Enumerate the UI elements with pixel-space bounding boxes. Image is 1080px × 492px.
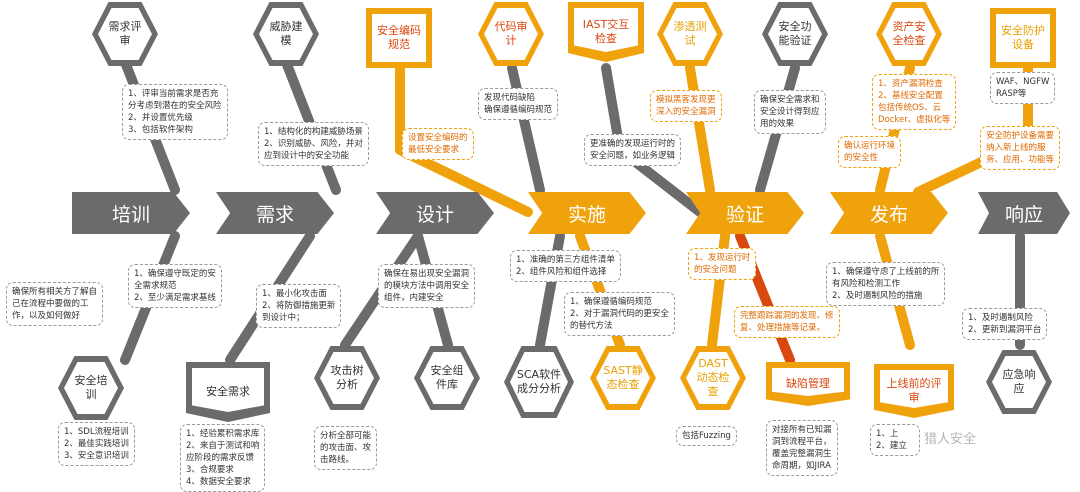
note-env-check: 确认运行环境 的安全性 (838, 136, 902, 168)
note-coding-standard: 设置安全编码的 最低安全要求 (402, 128, 474, 160)
node-sast: SAST静态检查 (590, 346, 656, 410)
note-response: 1、及时遏制风险 2、更新到漏洞平台 (962, 308, 1048, 340)
watermark: 猎人安全 (924, 432, 977, 447)
node-dast: DAST动态检查 (680, 346, 746, 410)
phase-requirements: 需求 (216, 192, 334, 234)
node-security-lib: 安全组件库 (414, 346, 480, 410)
node-coding-standard: 安全编码规范 (366, 8, 432, 68)
list-security-req: 1、经验累积需求库 2、来自于测试和响 应阶段的需求反馈 3、合规要求 4、数据… (180, 424, 266, 492)
phase-release: 发布 (830, 192, 948, 234)
phase-design: 设计 (376, 192, 494, 234)
note-asset-check: 1、资产漏洞检查 2、基线安全配置 包括传统OS、云 Docker、虚拟化等 (872, 74, 957, 130)
note-design-lib: 确保在易出现安全漏洞 的模块方法中调用安全 组件，内建安全 (378, 264, 476, 308)
phase-training: 培训 (72, 192, 190, 234)
note-protection: 安全防护设备需要 纳入新上线的服 务、应用、功能等 (980, 126, 1061, 170)
note-runtime: 1、发现运行时 的安全问题 (688, 248, 757, 280)
node-pentest: 渗透测试 (657, 2, 723, 66)
note-requirements: 1、确保遵守既定的安 全需求规范 2、至少满足需求基线 (128, 264, 222, 308)
phase-implementation: 实施 (528, 192, 646, 234)
note-impl-sca: 1、准确的第三方组件清单 2、组件风险和组件选择 (510, 250, 621, 282)
node-iast: IAST交互检查 (568, 2, 644, 62)
note-training: 确保所有相关方了解自 己在流程中要做的工 作，以及如何做好 (6, 282, 104, 326)
list-attack-tree: 分析全部可能 的攻击面、攻 击路线。 (314, 426, 378, 470)
line-pentest (685, 63, 715, 195)
line-audit (507, 63, 545, 195)
node-asset-check: 资产安全检查 (876, 2, 942, 66)
node-attack-tree: 攻击树分析 (314, 346, 380, 410)
note-tracking: 完整跟踪漏洞的发现、修 复、处理措施等记录。 (734, 306, 840, 338)
note-code-audit: 发现代码缺陷 确保遵循编码规范 (478, 88, 559, 120)
node-threat-model: 威胁建模 (253, 2, 319, 66)
node-sca: SCA软件成分分析 (504, 346, 574, 418)
node-security-func: 安全功能验证 (762, 2, 828, 66)
node-security-req: 安全需求 (186, 362, 270, 422)
note-release: 1、确保遵守虑了上线前的所 有风险和检测工作 2、及时遏制风险的措施 (826, 262, 946, 306)
note-iast: 更准确的发现运行时的 安全问题，如业务逻辑 (584, 134, 682, 166)
note-pentest: 模拟黑客发现更 深入的安全漏洞 (650, 90, 722, 122)
node-code-audit: 代码审计 (478, 2, 544, 66)
note-threat-model: 1、结构化的构建威胁场景 2、识别威胁、风险，并对 应到设计中的安全功能 (258, 122, 369, 166)
note-waf: WAF、NGFW RASP等 (990, 72, 1056, 104)
line-coding (395, 63, 533, 217)
list-defect-mgmt: 对接所有已知漏 洞到流程平台， 覆盖完整漏洞生 命周期，如JIRA (766, 420, 838, 476)
node-security-training: 安全培训 (58, 356, 124, 420)
phase-verification: 验证 (686, 192, 804, 234)
note-security-func: 确保安全需求和 安全设计得到应 用的效果 (754, 90, 826, 134)
node-defect-mgmt: 缺陷管理 (766, 362, 850, 406)
node-prerelease-review: 上线前的评审 (874, 364, 954, 418)
phase-response: 响应 (978, 192, 1070, 234)
list-prerelease: 1、上 2、建立 (870, 424, 920, 456)
node-protection-device: 安全防护设备 (990, 8, 1056, 68)
note-req-review: 1、评审当前需求是否充 分考虑到潜在的安全风险 2、并设置优先级 3、包括软件架… (122, 84, 228, 140)
note-design-min: 1、最小化攻击面 2、将防御措施更新 到设计中； (256, 284, 342, 328)
note-impl-sast: 1、确保遵循编码规范 2、对于漏洞代码的更安全 的替代方法 (564, 292, 675, 336)
list-training: 1、SDL流程培训 2、最佳实践培训 3、安全意识培训 (58, 422, 135, 466)
node-emergency-response: 应急响应 (986, 350, 1052, 414)
node-req-review: 需求评审 (92, 2, 158, 66)
note-fuzzing: 包括Fuzzing (676, 426, 737, 446)
